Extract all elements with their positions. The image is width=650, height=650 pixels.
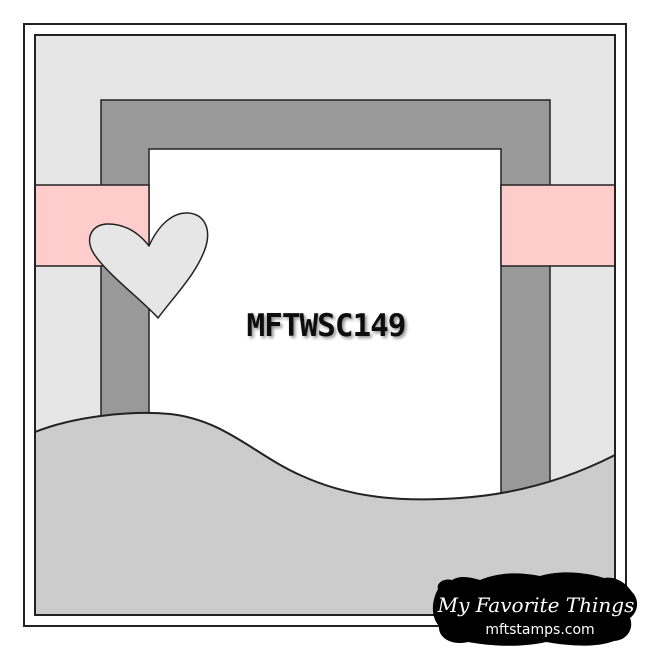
heart-icon <box>88 212 209 319</box>
logo-brand-text: My Favorite Things <box>437 593 635 617</box>
wave-strip <box>35 412 615 615</box>
logo-url-text: mftstamps.com <box>485 622 594 638</box>
card-base-outline <box>34 34 616 616</box>
wave-edge <box>34 411 616 501</box>
sketch-title: MFTWSC149 <box>247 308 406 344</box>
mft-logo-badge <box>432 572 638 646</box>
ribbon-right <box>500 184 616 267</box>
brand-logo: My Favorite Things mftstamps.com <box>432 572 638 646</box>
